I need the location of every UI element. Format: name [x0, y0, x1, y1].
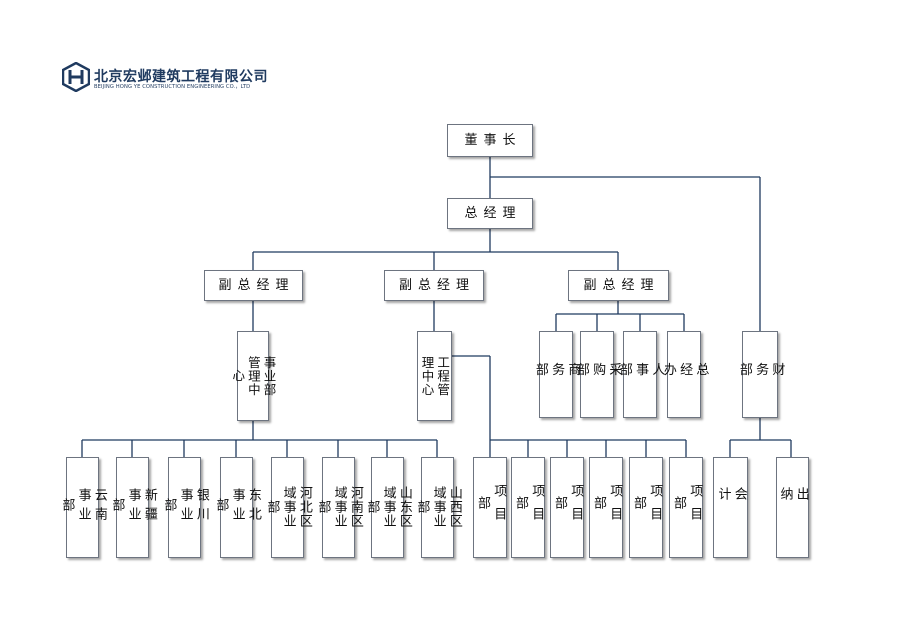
division-node: 河北区域事业部 [264, 457, 312, 558]
vp2-node: 副总经理 [384, 270, 484, 301]
chairman-label: 董事长 [464, 132, 522, 148]
vp3-label: 副总经理 [583, 277, 660, 293]
division-label: 东北事业部 [213, 488, 261, 527]
project-dept-node: 项目部 [511, 457, 545, 558]
division-label: 云南事业部 [59, 488, 107, 527]
division-node: 东北事业部 [213, 457, 261, 558]
vp3-dept-label: 人事部 [616, 363, 665, 386]
project-dept-node: 项目部 [669, 457, 703, 558]
project-dept-label: 项目部 [552, 484, 584, 531]
chairman-node: 董事长 [447, 124, 533, 157]
project-dept-label: 项目部 [513, 484, 545, 531]
company-name-cn: 北京宏邺建筑工程有限公司 [94, 69, 268, 85]
vp3-dept-node: 商务部 [533, 331, 580, 418]
gm-node: 总经理 [447, 198, 533, 229]
division-label: 河北区域事业部 [264, 486, 312, 529]
business-center-label: 事业部管理中心 [230, 355, 277, 397]
accountant-label: 会计 [715, 487, 747, 528]
vp3-dept-label: 采购部 [573, 363, 622, 386]
vp3-dept-node: 总经办 [661, 331, 708, 418]
engineering-center-label: 工程管理中心 [419, 355, 451, 397]
project-dept-label: 项目部 [475, 484, 507, 531]
division-label: 山东区域事业部 [364, 486, 412, 529]
business-center-node: 事业部管理中心 [230, 331, 276, 421]
division-label: 新疆事业部 [109, 488, 157, 527]
cashier-label: 出纳 [777, 487, 809, 528]
division-node: 云南事业部 [59, 457, 107, 558]
project-dept-label: 项目部 [671, 484, 703, 531]
vp3-dept-label: 总经办 [660, 363, 709, 386]
division-label: 河南区域事业部 [315, 486, 363, 529]
cashier-node: 出纳 [776, 457, 809, 558]
gm-label: 总经理 [464, 205, 522, 221]
vp3-dept-node: 采购部 [574, 331, 621, 418]
vp1-node: 副总经理 [204, 270, 303, 301]
vp3-dept-label: 商务部 [532, 363, 581, 386]
company-logo: 北京宏邺建筑工程有限公司 BEIJING HONG YE CONSTRUCTIO… [62, 60, 282, 96]
project-dept-node: 项目部 [550, 457, 584, 558]
finance-node: 财务部 [737, 331, 784, 418]
division-node: 银川事业部 [161, 457, 209, 558]
division-label: 银川事业部 [161, 488, 209, 527]
division-node: 河南区域事业部 [315, 457, 363, 558]
accountant-node: 会计 [713, 457, 748, 558]
division-node: 山西区域事业部 [414, 457, 462, 558]
vp1-label: 副总经理 [218, 277, 295, 293]
project-dept-label: 项目部 [591, 484, 623, 531]
division-label: 山西区域事业部 [414, 486, 462, 529]
logo-mark-icon [62, 62, 90, 92]
vp2-label: 副总经理 [398, 277, 475, 293]
project-dept-label: 项目部 [631, 484, 663, 531]
division-node: 山东区域事业部 [364, 457, 412, 558]
project-dept-node: 项目部 [629, 457, 663, 558]
project-dept-node: 项目部 [473, 457, 507, 558]
division-node: 新疆事业部 [109, 457, 157, 558]
vp3-dept-node: 人事部 [617, 331, 664, 418]
finance-label: 财务部 [736, 363, 785, 386]
project-dept-node: 项目部 [589, 457, 623, 558]
engineering-center-node: 工程管理中心 [417, 331, 452, 421]
company-name-en: BEIJING HONG YE CONSTRUCTION ENGINEERING… [94, 84, 251, 90]
vp3-node: 副总经理 [568, 270, 669, 301]
